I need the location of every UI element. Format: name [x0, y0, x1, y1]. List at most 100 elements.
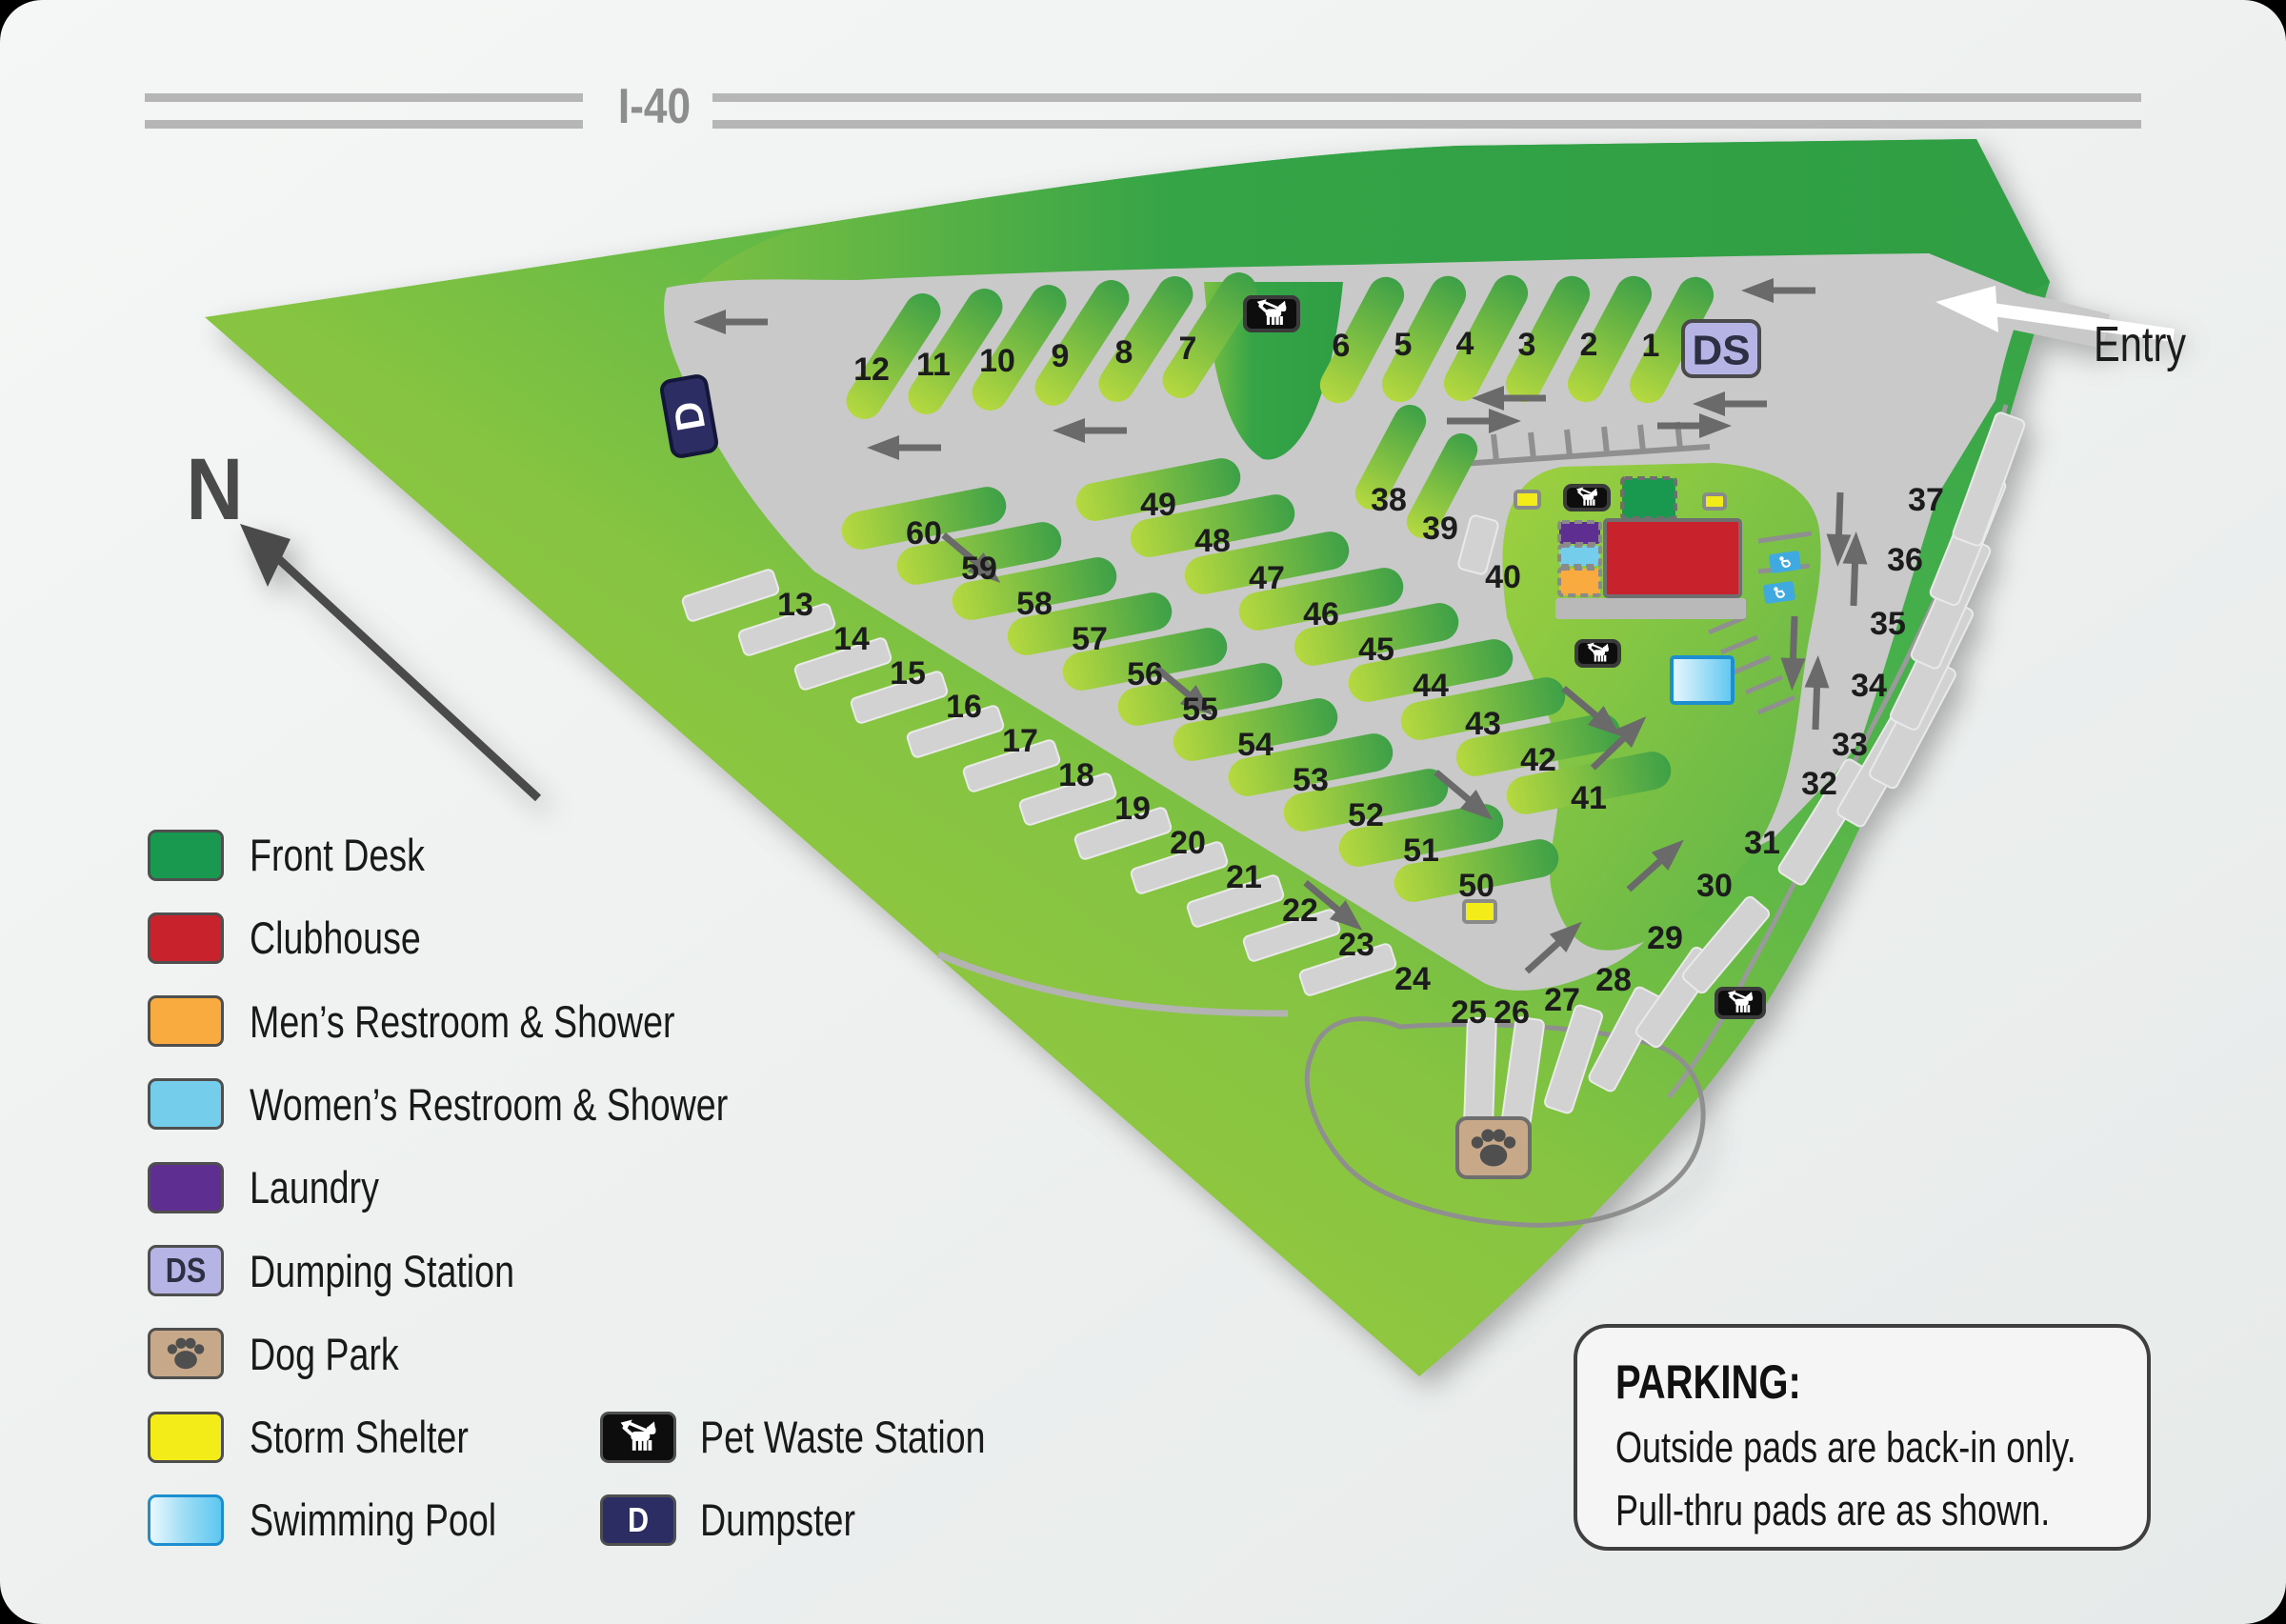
- legend-item-laundry: Laundry: [148, 1161, 411, 1213]
- dumping-station-label: DS: [1692, 328, 1750, 374]
- pad-6-label: 6: [1333, 328, 1351, 364]
- pad-50-label: 50: [1458, 868, 1494, 904]
- laundry-room: [1557, 520, 1602, 546]
- legend-item-clubhouse: Clubhouse: [148, 912, 464, 964]
- paw-icon: [1471, 1129, 1516, 1167]
- back-in-pad-37: [1952, 411, 2026, 547]
- dog-leash-icon: [1256, 299, 1287, 326]
- dog-leash-icon: [620, 1419, 656, 1451]
- pad-53: [1228, 733, 1394, 796]
- flow-arrow: [1561, 686, 1621, 736]
- pad-42: [1455, 713, 1621, 776]
- legend-item-storm-shelter: Storm Shelter: [148, 1411, 523, 1463]
- back-in-pad-16: [850, 671, 949, 724]
- pad-59-label: 59: [961, 551, 997, 587]
- walkway: [1555, 598, 1746, 619]
- pet-waste-swatch: [600, 1411, 676, 1463]
- pad-43-label: 43: [1465, 706, 1501, 742]
- dumping-station-swatch-label: DS: [165, 1251, 207, 1290]
- tree-band: [695, 139, 2050, 293]
- pad-3-label: 3: [1518, 327, 1536, 363]
- mens-restroom-label: Men’s Restroom & Shower: [250, 995, 675, 1047]
- pad-39: [1406, 433, 1478, 538]
- back-in-pad-27: [1543, 1004, 1604, 1114]
- back-in-pad-19: [1018, 772, 1117, 826]
- pad-54-label: 54: [1237, 727, 1273, 763]
- pad-11: [908, 289, 1003, 414]
- highway-label: I-40: [617, 79, 692, 134]
- swimming-pool: [1670, 655, 1735, 705]
- flow-arrow: [1693, 391, 1767, 416]
- flow-arrow: [1053, 418, 1127, 443]
- pad-5: [1381, 275, 1467, 403]
- mens-restroom: [1557, 567, 1602, 597]
- storm-shelter-label: Storm Shelter: [250, 1412, 469, 1463]
- storm-shelter-swatch: [148, 1411, 224, 1463]
- parking-note: PARKING: Outside pads are back-in only. …: [1574, 1324, 2151, 1551]
- pad-3: [1505, 275, 1591, 403]
- legend-item-mens-restroom: Men’s Restroom & Shower: [148, 995, 781, 1048]
- pad-42-label: 42: [1520, 742, 1556, 778]
- front-desk-swatch: [148, 829, 224, 881]
- flow-arrow: [941, 532, 1001, 583]
- pad-51-label: 51: [1403, 832, 1439, 869]
- pad-18-label: 18: [1058, 757, 1094, 793]
- pad-50: [1394, 839, 1559, 902]
- clubhouse-building: [1603, 518, 1742, 598]
- pad-29-label: 29: [1647, 920, 1683, 956]
- paw-icon: [167, 1338, 205, 1370]
- pad-57-label: 57: [1072, 621, 1108, 657]
- pad-4: [1443, 274, 1529, 402]
- legend-item-dog-park: Dog Park: [148, 1328, 436, 1380]
- entry-label: Entry: [2094, 317, 2187, 372]
- pad-8: [1098, 276, 1193, 402]
- back-in-pad-21: [1130, 841, 1229, 894]
- dumping-station-box: [1681, 319, 1761, 378]
- pad-58-label: 58: [1016, 586, 1053, 622]
- pad-39-label: 39: [1422, 511, 1458, 547]
- womens-restroom: [1557, 544, 1602, 568]
- pad-2-label: 2: [1580, 327, 1598, 363]
- pad-13-label: 13: [777, 587, 813, 623]
- pad-44: [1348, 639, 1514, 702]
- highway-line-right: [712, 93, 2141, 102]
- flow-arrow: [1590, 716, 1647, 771]
- pad-22-label: 22: [1282, 892, 1318, 929]
- pet-waste-label: Pet Waste Station: [700, 1412, 986, 1462]
- pad-48-label: 48: [1194, 523, 1231, 559]
- pad-49-label: 49: [1140, 487, 1176, 523]
- pad-30-label: 30: [1696, 868, 1733, 904]
- flow-arrow: [1472, 386, 1546, 411]
- pad-21-label: 21: [1226, 859, 1262, 895]
- pad-24-label: 24: [1394, 961, 1431, 997]
- pad-41: [1506, 752, 1672, 814]
- pad-28-label: 28: [1595, 962, 1632, 998]
- flow-arrow: [1780, 615, 1806, 691]
- back-in-pad-25: [1463, 1016, 1497, 1127]
- pad-26-label: 26: [1494, 994, 1530, 1031]
- pad-8-label: 8: [1115, 334, 1133, 371]
- back-in-pad-13: [681, 569, 780, 622]
- swimming-pool-label: Swimming Pool: [250, 1494, 497, 1546]
- pad-59: [896, 522, 1062, 585]
- dog-leash-icon: [1587, 642, 1609, 662]
- flow-arrow: [1303, 880, 1363, 931]
- pad-60: [841, 487, 1007, 550]
- pad-60-label: 60: [906, 515, 942, 551]
- front-desk-building: [1620, 476, 1677, 520]
- pad-12: [846, 293, 941, 419]
- pad-11-label: 11: [916, 347, 951, 383]
- pad-16-label: 16: [946, 689, 982, 725]
- pad-20-label: 20: [1170, 825, 1206, 861]
- pad-1: [1629, 276, 1714, 404]
- laundry-swatch: [148, 1161, 224, 1213]
- swimming-pool-swatch: [148, 1494, 224, 1546]
- laundry-label: Laundry: [250, 1162, 379, 1213]
- dog-park-label: Dog Park: [250, 1328, 399, 1379]
- pad-7: [1162, 272, 1257, 398]
- pad-10: [972, 285, 1067, 411]
- pad-34-label: 34: [1851, 668, 1887, 704]
- pad-23-label: 23: [1338, 927, 1374, 963]
- pad-52: [1283, 769, 1449, 832]
- pad-10-label: 10: [979, 343, 1015, 379]
